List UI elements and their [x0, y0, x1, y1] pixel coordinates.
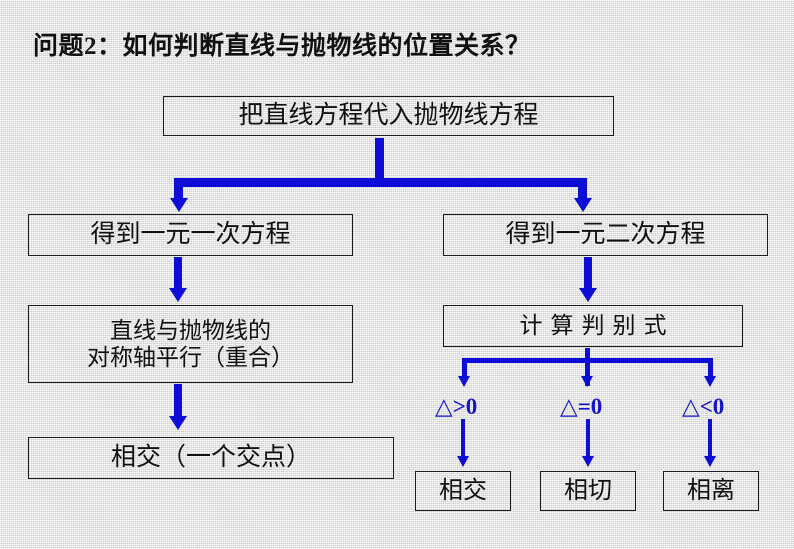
connector-quadratic-to-discriminant-line [584, 257, 592, 290]
arrowhead-parallel-to-intersect-icon [169, 416, 187, 430]
flow-node-result-tangent: 相切 [540, 471, 636, 511]
connector-delta-eq-to-result-line [586, 419, 590, 459]
flow-node-quadratic-equation: 得到一元二次方程 [443, 214, 768, 256]
flow-node-result-separate: 相离 [663, 471, 759, 511]
connector-linear-to-parallel-line [174, 257, 182, 290]
arrowhead-substitute-to-quadratic-icon [573, 198, 592, 212]
connector-substitute-stem [375, 138, 384, 184]
flow-node-parallel-axis: 直线与抛物线的 对称轴平行（重合） [28, 305, 353, 383]
connector-discriminant-to-delta-gt-line [462, 358, 467, 378]
connector-substitute-to-linear-line [174, 178, 183, 200]
connector-discriminant-bar [462, 358, 713, 363]
flow-node-discriminant: 计算判别式 [443, 305, 743, 347]
connector-substitute-bar [174, 178, 587, 187]
flow-node-parallel-axis-label-line2: 对称轴平行（重合） [87, 345, 294, 370]
flow-node-intersect-one-point-label: 相交（一个交点） [110, 444, 311, 472]
condition-label-delta-greater-than-zero: △>0 [435, 394, 478, 419]
flow-node-linear-equation-label: 得到一元一次方程 [90, 221, 291, 249]
flow-node-parallel-axis-label-line1: 直线与抛物线的 [110, 317, 271, 343]
arrowhead-linear-to-parallel-icon [169, 288, 187, 302]
flow-node-result-separate-label: 相离 [687, 477, 735, 504]
flow-node-result-intersect: 相交 [415, 471, 511, 511]
connector-discriminant-to-delta-lt-line [708, 358, 713, 378]
arrowhead-delta-gt-to-result-icon [457, 456, 469, 467]
flow-node-result-intersect-label: 相交 [439, 477, 487, 504]
flow-node-linear-equation: 得到一元一次方程 [28, 214, 353, 256]
arrowhead-discriminant-to-delta-lt-icon [704, 376, 716, 387]
arrowhead-substitute-to-linear-icon [169, 198, 188, 212]
flow-node-discriminant-label: 计算判别式 [519, 313, 675, 339]
flow-node-substitute-label: 把直线方程代入抛物线方程 [238, 102, 539, 130]
flow-node-result-tangent-label: 相切 [564, 477, 612, 504]
connector-delta-lt-to-result-line [708, 419, 712, 459]
arrowhead-quadratic-to-discriminant-icon [579, 288, 597, 302]
connector-discriminant-stem [585, 348, 590, 386]
arrowhead-discriminant-to-delta-eq-icon [581, 376, 593, 387]
condition-label-delta-less-than-zero: △<0 [682, 394, 725, 419]
condition-label-delta-equals-zero: △=0 [560, 394, 603, 419]
page-title: 问题2：如何判断直线与抛物线的位置关系？ [33, 33, 531, 60]
flow-node-substitute: 把直线方程代入抛物线方程 [163, 96, 614, 136]
connector-substitute-to-quadratic-line [578, 178, 587, 200]
arrowhead-delta-lt-to-result-icon [704, 456, 716, 467]
connector-delta-gt-to-result-line [461, 419, 465, 459]
arrowhead-delta-eq-to-result-icon [582, 456, 594, 467]
connector-parallel-to-intersect-line [174, 384, 182, 418]
flow-node-quadratic-equation-label: 得到一元二次方程 [505, 221, 706, 249]
arrowhead-discriminant-to-delta-gt-icon [458, 376, 470, 387]
flow-node-intersect-one-point: 相交（一个交点） [28, 437, 394, 479]
